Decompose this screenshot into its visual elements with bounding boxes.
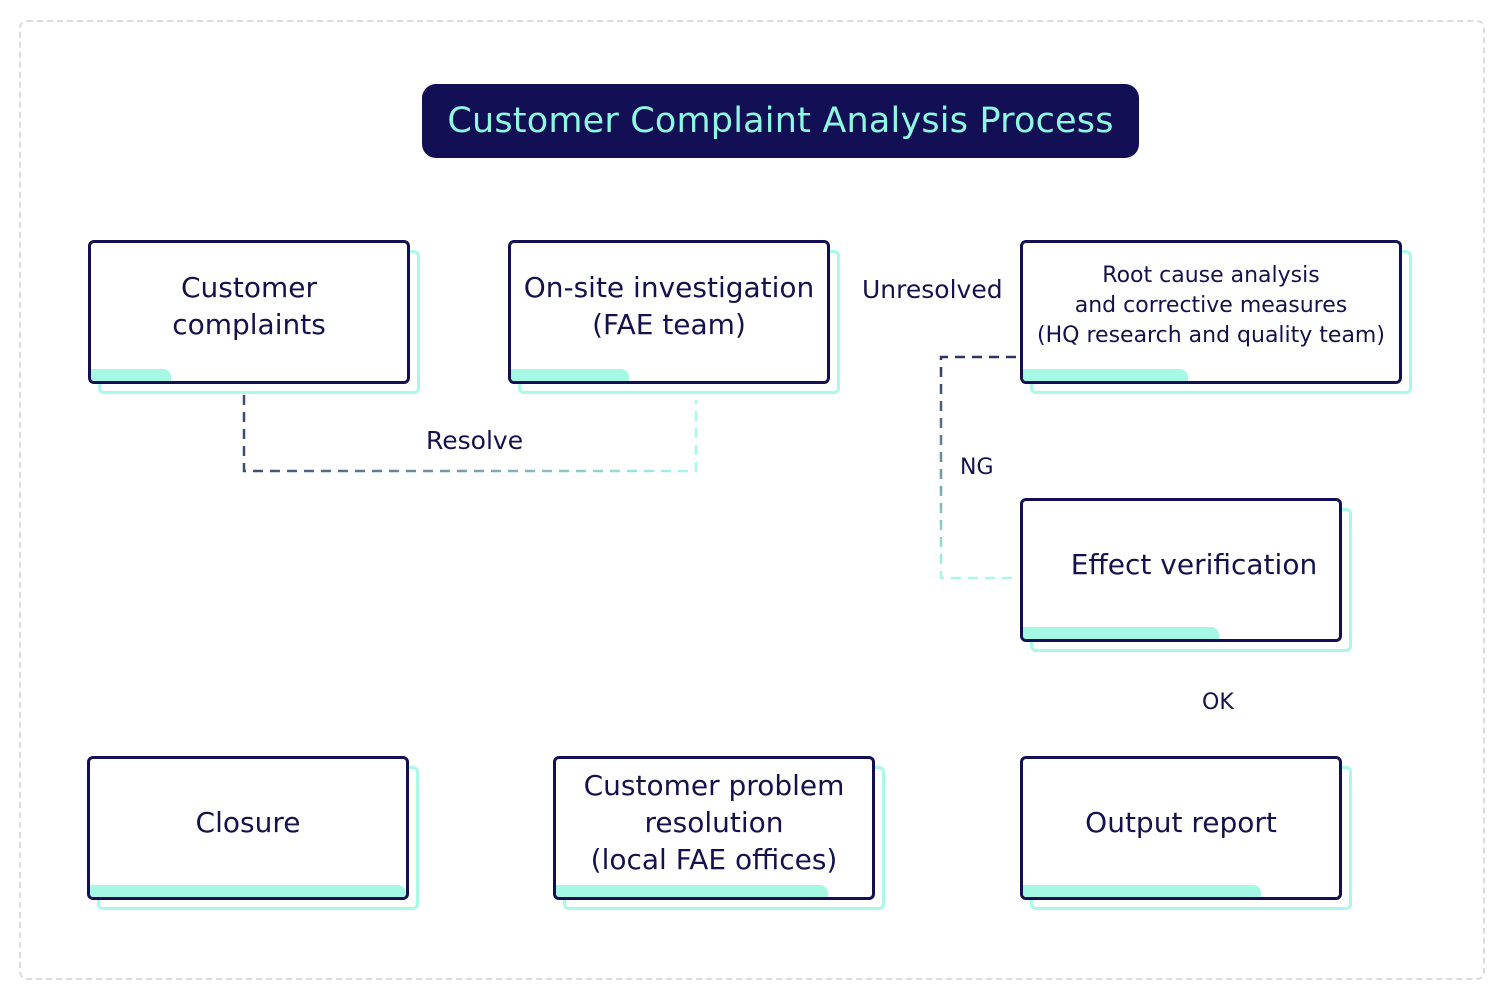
node-customer-complaints: Customer complaints (88, 240, 420, 394)
edge-ng-loop (939, 355, 1016, 580)
edge-label-ok: OK (1202, 690, 1234, 715)
accent-bar (556, 885, 828, 897)
accent-bar (91, 369, 171, 381)
edge-label-unresolved: Unresolved (862, 275, 1003, 304)
diagram-frame (19, 20, 1485, 980)
accent-bar (1023, 627, 1219, 639)
diagram-title: Customer Complaint Analysis Process (422, 84, 1139, 158)
node-label: Customer (180, 271, 317, 304)
node-customer-problem-resolution: Customer problem resolution (local FAE o… (553, 756, 885, 910)
node-onsite-investigation: On-site investigation (FAE team) (508, 240, 840, 394)
accent-bar (1023, 885, 1261, 897)
accent-bar (1023, 369, 1188, 381)
accent-bar (511, 369, 629, 381)
node-label: complaints (172, 308, 326, 341)
node-label: Customer problem (583, 768, 845, 802)
node-label: (local FAE offices) (590, 842, 838, 876)
node-label: resolution (644, 805, 784, 839)
node-root-cause-analysis: Root cause analysis and corrective measu… (1020, 240, 1412, 394)
node-effect-verification: Effect verification (1020, 498, 1352, 652)
node-label: (HQ research and quality team) (1037, 323, 1385, 348)
node-label: Output report (1085, 805, 1277, 839)
edge-label-resolve: Resolve (426, 426, 524, 455)
node-label: Root cause analysis (1102, 263, 1320, 288)
edge-resolve-loop (242, 395, 698, 473)
node-label: On-site investigation (523, 271, 815, 304)
node-output-report: Output report (1020, 756, 1352, 910)
node-label: Closure (195, 805, 301, 839)
node-closure: Closure (87, 756, 419, 910)
accent-bar (90, 885, 406, 897)
node-label: Effect verification (1070, 547, 1318, 581)
node-label: and corrective measures (1074, 293, 1348, 318)
node-label: (FAE team) (592, 308, 746, 341)
edge-label-ng: NG (960, 455, 994, 480)
